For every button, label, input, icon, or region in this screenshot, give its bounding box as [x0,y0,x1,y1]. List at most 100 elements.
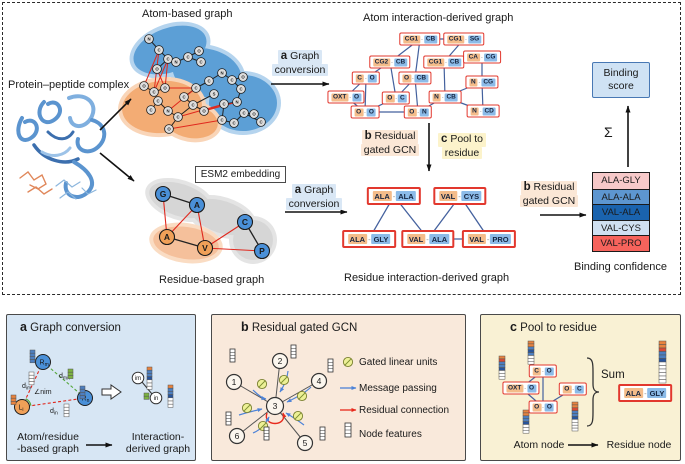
atom-node-o: O [152,64,162,74]
svg-text:C: C [207,79,210,84]
svg-text:C: C [157,48,160,53]
svg-text:C: C [176,115,179,120]
binding-confidence-label: Binding confidence [574,261,667,273]
svg-text:O: O [197,49,201,54]
atom-node-c: C [236,84,246,94]
node-features-bar [319,426,326,441]
arrow-complex-to-residue-graph [99,152,135,182]
svg-text:3: 3 [273,401,278,411]
pooled-residue-node-ala-gly: ALA-GLY [618,384,672,402]
svg-text:C: C [222,102,225,107]
residue-node-p: P [253,242,271,260]
atom-graph-title: Atom-based graph [142,8,233,20]
gcn-node-5: 5 [296,434,314,452]
gated-linear-unit-icon [256,378,268,390]
feature-bar [498,355,506,380]
svg-text:in: in [154,396,159,402]
binding-score-line1: Binding [603,66,639,79]
confidence-row-ala-ala: ALA-ALA [593,188,649,205]
gated-linear-unit-icon [296,390,308,402]
residue-pair-node-val-ala: VAL-ALA [401,230,455,248]
legend-residual-connection: Residual connection [359,405,450,416]
node-features-bar [344,422,352,438]
atom-node-c: C [239,108,249,118]
svg-text:C: C [156,99,159,104]
svg-text:C: C [199,60,202,65]
svg-text:O: O [202,109,206,114]
atom-node-n: N [232,97,242,107]
gated-linear-unit-icon [278,374,290,386]
panel-c-caption-right: Residue node [606,439,672,451]
svg-text:N: N [174,60,177,65]
svg-text:5: 5 [303,438,308,448]
atom-node-c: C [219,99,229,109]
esm2-embedding-label: ESM2 embedding [200,169,281,180]
atom-node-c: C [173,112,183,122]
atom-pair-node-o-o: O-O [350,105,380,119]
binding-score-box: Binding score [592,62,650,98]
atom-pair-node-cg1-cb: CG1-CB [399,32,441,46]
panel-graph-conversion [6,314,196,461]
atom-node-c: C [217,115,227,125]
atom-node-o: O [160,83,170,93]
feature-bar [67,368,74,379]
gcn-node-6: 6 [228,427,246,445]
svg-text:C: C [186,55,189,60]
svg-text:C: C [220,118,223,123]
panel-a-caption-left: Atom/residue-based graph [17,431,79,456]
svg-text:C: C [152,90,155,95]
node-features-bar [263,426,270,441]
confidence-row-val-pro: VAL-PRO [593,235,649,251]
atom-pair-node-oxt-o: OXT-O [327,90,365,104]
svg-text:S: S [213,92,216,97]
atom-node-c: C [196,57,206,67]
feature-bar [79,385,86,400]
svg-text:C: C [239,87,242,92]
svg-text:O: O [155,67,159,72]
svg-text:N: N [220,71,223,76]
residue-node-a: A [158,228,176,246]
panel-a-caption-right: Interaction-derived graph [125,431,191,456]
atom-node-c: C [179,92,189,102]
gcn-node-4: 4 [310,372,328,390]
svg-text:C: C [259,120,262,125]
atom-node-s: S [209,89,219,99]
confidence-row-val-cys: VAL-CYS [593,219,649,236]
atom-pair-node-cg2-cb: CG2-CB [369,55,411,69]
esm2-embedding-box: ESM2 embedding [195,166,286,183]
svg-text:C: C [191,103,194,108]
atom-pair-node-cg1-cb: CG1-CB [423,55,465,69]
feature-bar [63,403,70,418]
sum-label: Sum [601,369,625,381]
atom-pair-node-n-cb: N-CB [428,90,462,104]
flow-arrows [99,81,631,218]
svg-text:im: im [135,376,141,382]
step-pool-to-residue-mid: c Pool to residue [434,133,490,160]
svg-text:1: 1 [232,377,237,387]
atom-node-c: C [256,117,266,127]
node-features-bar [327,358,334,373]
atom-pair-node-c-o: C-O [351,71,381,85]
svg-text:din: din [50,408,58,417]
svg-text:Li: Li [19,405,24,414]
feature-bar [29,349,36,364]
feature-bar [28,371,35,386]
derived-node-in: in [149,391,163,405]
step-residual-gated-gcn-right: b Residual gated GCN [518,181,580,208]
feature-bar [10,394,17,405]
atom-node-n: N [144,34,154,44]
svg-text:O: O [163,86,167,91]
atom-node-o: O [139,81,149,91]
gcn-node-2: 2 [271,352,289,370]
atom-node-o: O [194,46,204,56]
svg-text:6: 6 [235,431,240,441]
atom-pair-node-o-cb: O-CB [398,71,432,85]
protein-complex-label: Protein–peptide complex [8,79,130,91]
svg-text:Rm: Rm [40,360,49,369]
residue-node-g: G [154,185,172,203]
atom-node-c: C [153,96,163,106]
arrow-complex-to-atom-graph [99,98,132,131]
svg-text:C: C [230,78,233,83]
